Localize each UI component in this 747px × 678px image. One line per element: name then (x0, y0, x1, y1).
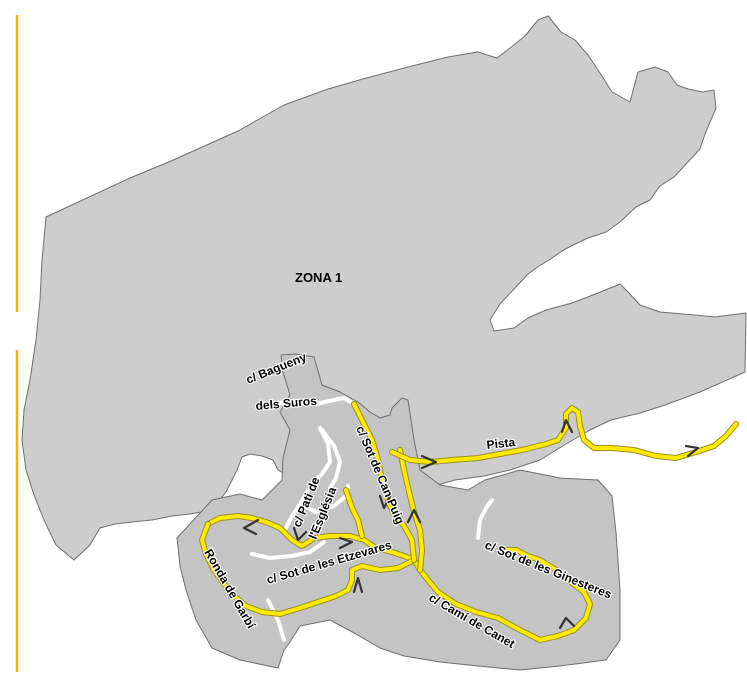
street-label-pista: Pista (486, 435, 516, 452)
direction-arrow-icon (242, 418, 700, 630)
zone-label: ZONA 1 (295, 270, 342, 285)
street-bagueny (260, 396, 356, 406)
street-label-bagueny-2: dels Suros (255, 394, 318, 413)
main-route (199, 401, 739, 643)
zone-2-area (176, 353, 621, 671)
street-ronda-white (266, 598, 286, 642)
street-sot-etzevares-white (250, 540, 326, 560)
street-pati (284, 426, 332, 530)
street-bagueny-branch (320, 428, 342, 490)
street-ginesteres-white (476, 498, 494, 540)
